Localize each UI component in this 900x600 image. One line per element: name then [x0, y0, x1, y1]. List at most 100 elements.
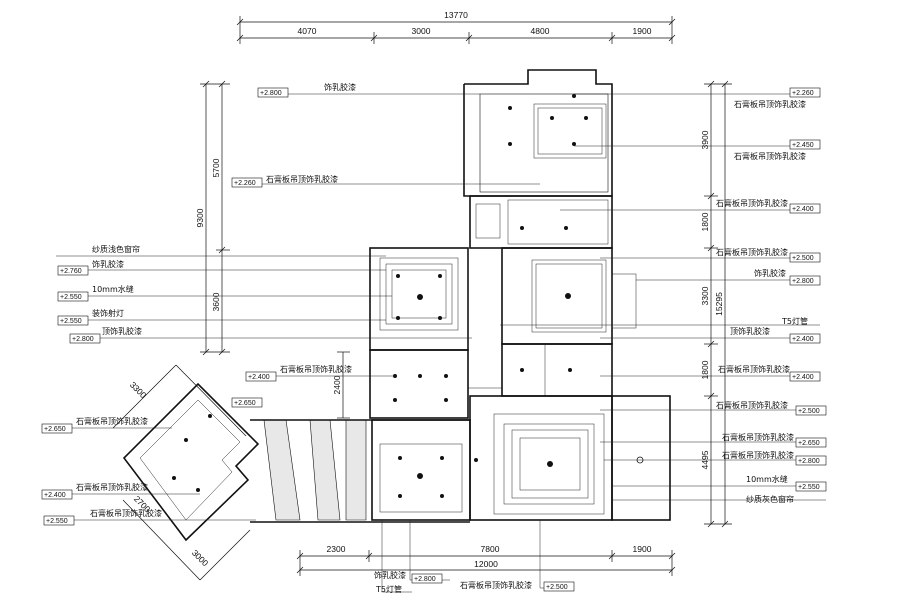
top-dim-3: 4800: [531, 26, 550, 36]
svg-text:+2.400: +2.400: [792, 206, 814, 213]
svg-text:+2.650: +2.650: [234, 400, 256, 407]
svg-text:+2.800: +2.800: [792, 278, 814, 285]
left-label-text-2: 石膏板吊顶饰乳胶漆: [266, 174, 338, 184]
left-label-level-9: +2.650: [231, 397, 263, 408]
right-dim-3: 3300: [700, 286, 710, 305]
right-label-level-12: +2.550: [795, 481, 827, 492]
right-overall-dim: 15295: [714, 292, 724, 316]
right-label-level-4: +2.500: [789, 252, 821, 263]
right-label-text-1: 石膏板吊顶饰乳胶漆: [734, 99, 806, 109]
bottom-total-dim: 12000: [474, 559, 498, 569]
left-label-text-6: 装饰射灯: [92, 308, 124, 318]
right-label-text-3: 石膏板吊顶饰乳胶漆: [716, 198, 788, 208]
svg-text:+2.760: +2.760: [60, 268, 82, 275]
diag-top-dim: 3300: [128, 380, 149, 401]
left-label-text-7: 顶饰乳胶漆: [102, 326, 142, 336]
right-label-level-11: +2.800: [795, 455, 827, 466]
top-dim-2: 3000: [412, 26, 431, 36]
svg-text:+2.800: +2.800: [260, 90, 282, 97]
left-label-level-6: +2.550: [57, 315, 89, 326]
diag-bottom-dim: 3000: [190, 548, 211, 569]
right-label-text-11: 石膏板吊顶饰乳胶漆: [722, 450, 794, 460]
left-label-level-5: +2.550: [57, 291, 89, 302]
left-label-text-11: 石膏板吊顶饰乳胶漆: [76, 482, 148, 492]
right-dim-2: 1800: [700, 212, 710, 231]
left-label-level-4: +2.760: [57, 265, 89, 276]
right-label-level-9: +2.500: [795, 405, 827, 416]
diagonal-dimension-lines: [112, 364, 251, 581]
left-small-dim: 2400: [332, 375, 342, 394]
svg-text:+2.800: +2.800: [72, 336, 94, 343]
svg-text:+2.650: +2.650: [44, 426, 66, 433]
top-dim-1: 4070: [298, 26, 317, 36]
svg-text:+2.400: +2.400: [248, 374, 270, 381]
right-label-level-10: +2.650: [795, 437, 827, 448]
ceiling-light-markers: [172, 94, 644, 498]
left-label-level-11: +2.400: [41, 489, 73, 500]
svg-text:+2.260: +2.260: [792, 90, 814, 97]
bottom-label-text-1: 饰乳胶漆: [374, 570, 406, 580]
svg-text:+2.500: +2.500: [798, 408, 820, 415]
right-label-text-5: 饰乳胶漆: [754, 268, 786, 278]
bottom-dim-1: 2300: [327, 544, 346, 554]
left-label-level-2: +2.260: [231, 177, 263, 188]
svg-text:+2.400: +2.400: [44, 492, 66, 499]
left-label-text-5: 10mm水缝: [92, 284, 134, 294]
right-label-level-5: +2.800: [789, 275, 821, 286]
floor-plan-walls: [122, 69, 671, 542]
left-label-level-10: +2.650: [41, 423, 73, 434]
bottom-label-level-3: +2.500: [543, 581, 575, 592]
left-label-level-12: +2.550: [43, 515, 75, 526]
svg-text:+2.650: +2.650: [798, 440, 820, 447]
left-label-level-8: +2.400: [245, 371, 277, 382]
right-annotation-leaders: [500, 93, 826, 501]
right-label-level-7: +2.400: [789, 333, 821, 344]
left-dimension-lines: [200, 80, 350, 419]
bottom-label-text-2: T5灯管: [375, 584, 402, 594]
left-label-text-4: 饰乳胶漆: [92, 259, 124, 269]
bottom-dim-3: 1900: [633, 544, 652, 554]
right-label-level-3: +2.400: [789, 203, 821, 214]
svg-text:+2.800: +2.800: [414, 576, 436, 583]
left-label-text-10: 石膏板吊顶饰乳胶漆: [76, 416, 148, 426]
right-label-level-1: +2.260: [789, 87, 821, 98]
right-label-text-7: 顶饰乳胶漆: [730, 326, 770, 336]
left-label-level-7: +2.800: [69, 333, 101, 344]
right-label-text-8: 石膏板吊顶饰乳胶漆: [718, 364, 790, 374]
right-label-level-8: +2.400: [789, 371, 821, 382]
right-dim-1: 3900: [700, 130, 710, 149]
left-overall-dim: 9300: [195, 208, 205, 227]
right-label-text-6: T5灯管: [781, 316, 808, 326]
bottom-dim-2: 7800: [481, 544, 500, 554]
svg-text:+2.400: +2.400: [792, 374, 814, 381]
svg-text:+2.550: +2.550: [60, 318, 82, 325]
svg-text:+2.450: +2.450: [792, 142, 814, 149]
svg-text:+2.500: +2.500: [546, 584, 568, 591]
right-label-text-10: 石膏板吊顶饰乳胶漆: [722, 432, 794, 442]
svg-text:+2.550: +2.550: [798, 484, 820, 491]
top-dim-4: 1900: [633, 26, 652, 36]
right-dim-4: 1800: [700, 360, 710, 379]
svg-text:+2.550: +2.550: [60, 294, 82, 301]
right-dimension-lines: [704, 80, 732, 528]
left-upper-dim: 5700: [211, 158, 221, 177]
left-label-text-12: 石膏板吊顶饰乳胶漆: [90, 508, 162, 518]
svg-text:+2.500: +2.500: [792, 255, 814, 262]
right-label-level-2: +2.450: [789, 139, 821, 150]
right-label-text-12: 10mm水缝: [746, 474, 788, 484]
svg-text:+2.260: +2.260: [234, 180, 256, 187]
svg-text:+2.800: +2.800: [798, 458, 820, 465]
right-label-text-4: 石膏板吊顶饰乳胶漆: [716, 247, 788, 257]
right-label-text-9: 石膏板吊顶饰乳胶漆: [716, 400, 788, 410]
top-total-dim: 13770: [444, 10, 468, 20]
svg-text:+2.550: +2.550: [46, 518, 68, 525]
left-label-level-1: +2.800: [257, 87, 289, 98]
left-label-text-8: 石膏板吊顶饰乳胶漆: [280, 364, 352, 374]
bottom-dimension-lines: [296, 550, 676, 576]
right-label-text-2: 石膏板吊顶饰乳胶漆: [734, 151, 806, 161]
right-label-text-13: 纱质灰色窗帘: [746, 494, 794, 504]
left-annotation-leaders: [42, 93, 540, 521]
left-label-text-3: 纱质浅色窗帘: [92, 244, 140, 254]
